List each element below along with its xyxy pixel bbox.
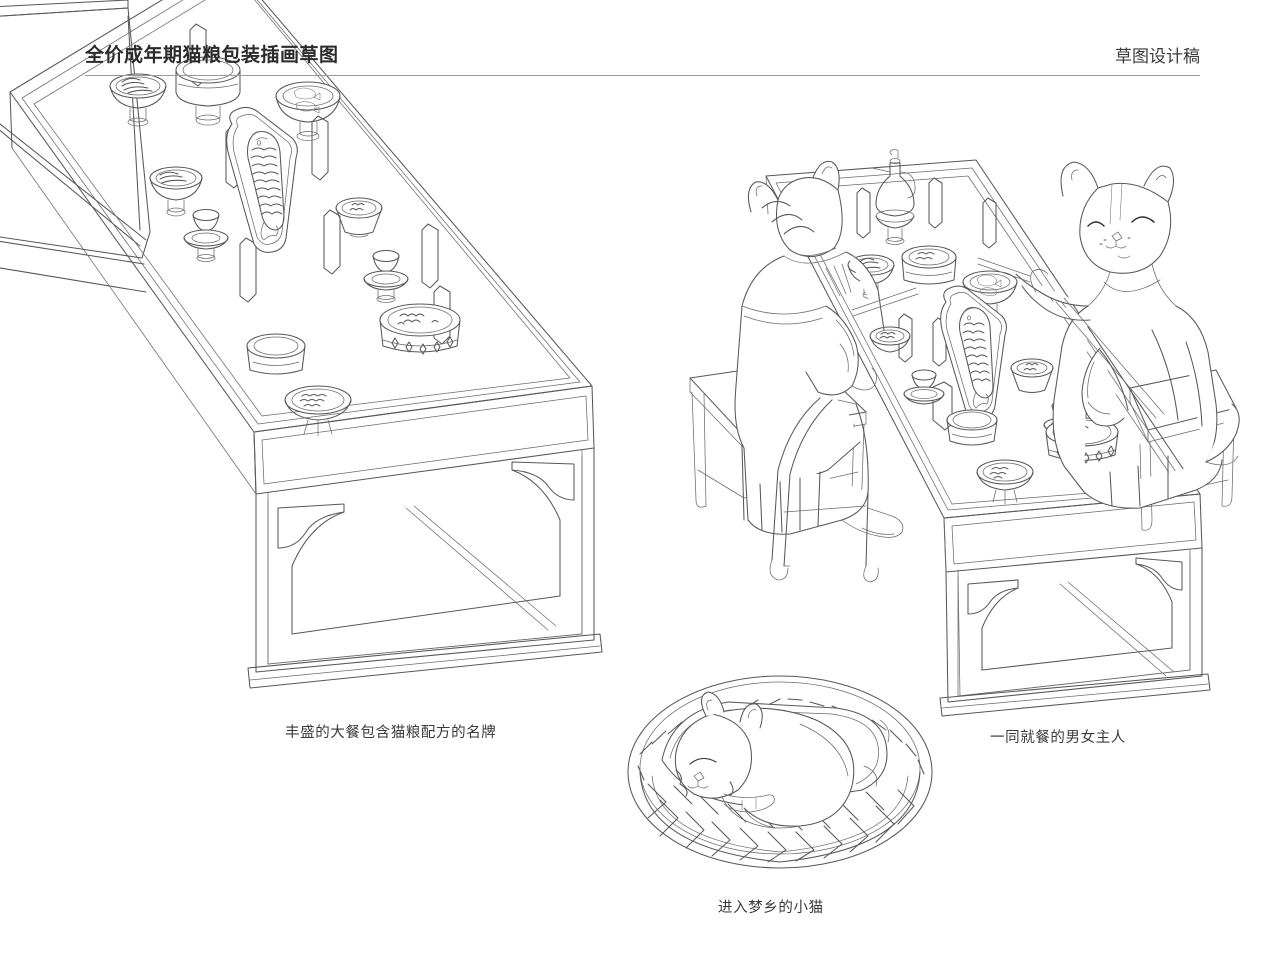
footed-dish-right	[977, 460, 1033, 504]
caption-banquet-table: 丰盛的大餐包含猫粮配方的名牌	[285, 725, 497, 741]
tea-cup-with-stand-2	[364, 251, 408, 303]
cup-with-stand-right-1	[904, 370, 944, 404]
tea-cup-with-stand-1	[184, 210, 228, 262]
page-header: 全价成年期猫粮包装插画草图 草图设计稿	[0, 0, 1280, 80]
illustration-sleeping-kitten	[628, 676, 932, 868]
footed-cup-with-food	[336, 198, 382, 237]
caption-sleeping-kitten: 进入梦乡的小猫	[718, 900, 824, 916]
header-divider	[85, 75, 1200, 76]
background-bench	[0, 0, 150, 292]
conical-cup-right	[1011, 359, 1053, 393]
plain-bowl	[247, 334, 305, 374]
steamer-basket	[176, 57, 240, 125]
whole-fish-platter	[227, 107, 298, 252]
rice-basket	[902, 246, 956, 284]
illustration-banquet-table	[0, 0, 602, 688]
footed-dish	[285, 386, 351, 436]
illustration-dining-couple	[690, 149, 1239, 716]
rice-bowl	[150, 167, 202, 216]
caption-dining-couple: 一同就餐的男女主人	[990, 730, 1126, 746]
decorated-basin	[380, 304, 460, 354]
fish-platter-right	[941, 286, 1007, 419]
page-title: 全价成年期猫粮包装插画草图	[85, 45, 339, 66]
male-cat-back-view	[735, 161, 918, 537]
chair-left	[770, 398, 878, 582]
plain-bowl-right	[947, 410, 997, 445]
noodle-bowl	[110, 74, 166, 126]
table-apron-and-legs	[10, 92, 602, 688]
fish-soup-bowl	[276, 82, 340, 141]
female-cat-front-view	[978, 162, 1239, 508]
wine-ewer-on-stand	[872, 149, 915, 244]
small-side-dish	[870, 327, 910, 352]
page-subtitle: 草图设计稿	[1115, 47, 1200, 66]
